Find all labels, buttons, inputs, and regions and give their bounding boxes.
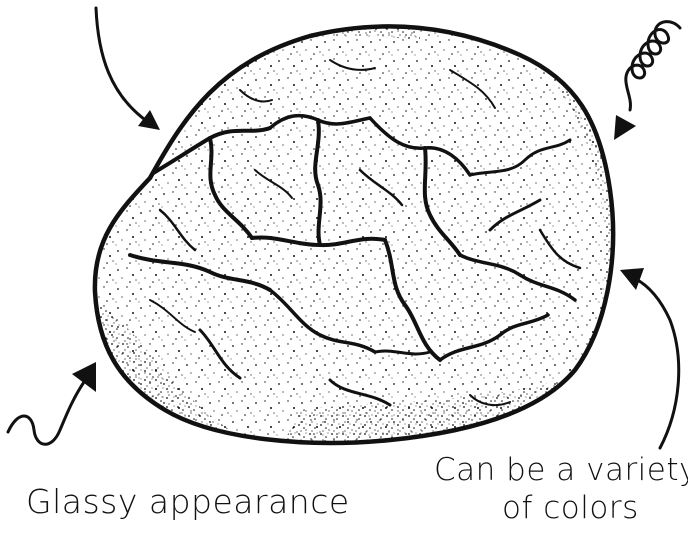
- caption-variety-line2: of colors: [502, 490, 639, 526]
- curved-arrow-down-right-icon: [96, 8, 160, 130]
- spiral-arrow-down-left-icon: [614, 22, 680, 140]
- caption-variety-line1: Can be a variety: [434, 452, 688, 488]
- rock-body: [95, 20, 640, 450]
- wavy-arrow-up-right-icon: [8, 362, 96, 444]
- curved-arrow-up-left-icon: [620, 268, 679, 448]
- caption-glassy-appearance: Glassy appearance: [26, 482, 350, 521]
